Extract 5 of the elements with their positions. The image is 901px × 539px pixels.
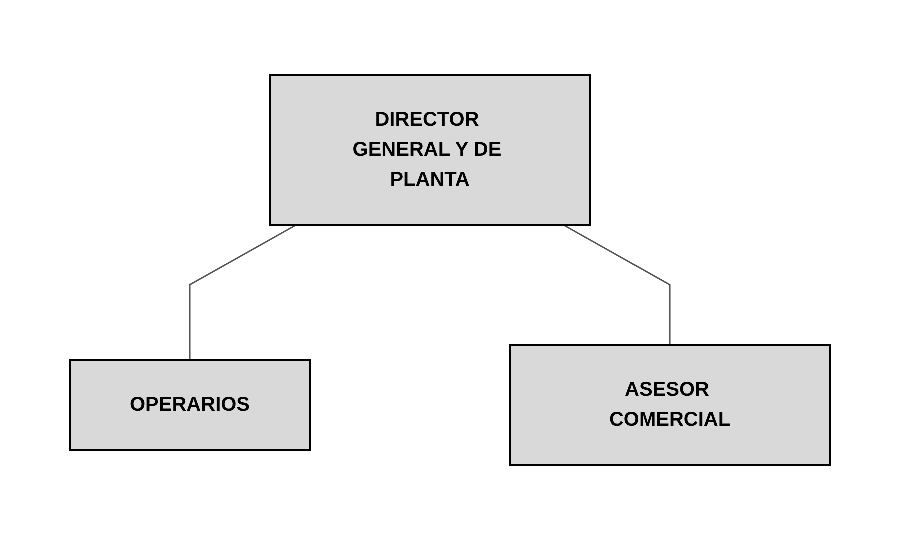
node-box: OPERARIOS bbox=[69, 358, 312, 450]
connector bbox=[563, 224, 672, 344]
node-box: DIRECTOR GENERAL Y DE PLANTA bbox=[270, 74, 592, 226]
connector bbox=[190, 224, 298, 360]
node-box: ASESOR COMERCIAL bbox=[510, 344, 832, 466]
